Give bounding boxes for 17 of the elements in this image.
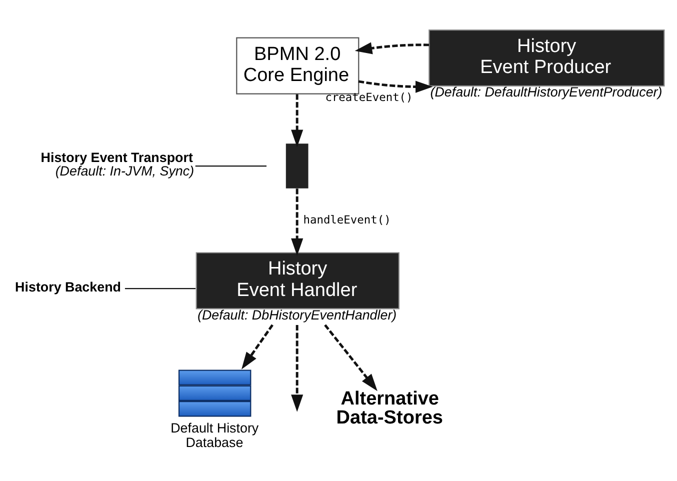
arrow (324, 324, 378, 391)
node-label: Default History Database (170, 420, 259, 450)
node-text: History Backend (15, 278, 121, 294)
node-text: Alternative Data-Stores (336, 388, 443, 428)
arrow (291, 188, 304, 256)
arrow (354, 42, 430, 54)
arrow (358, 80, 433, 92)
node-bar (286, 143, 308, 188)
arrow (242, 324, 274, 369)
node-label: (Default: DbHistoryEventHandler) (197, 306, 397, 322)
connector (124, 288, 196, 289)
arrow (291, 94, 304, 147)
edge-label: handleEvent() (303, 213, 391, 226)
node-label: (Default: DefaultHistoryEventProducer) (430, 84, 662, 100)
node-text: History Event Transport (Default: In-JVM, Sync) (40, 150, 194, 178)
arrow (291, 324, 304, 412)
connector (195, 164, 266, 166)
